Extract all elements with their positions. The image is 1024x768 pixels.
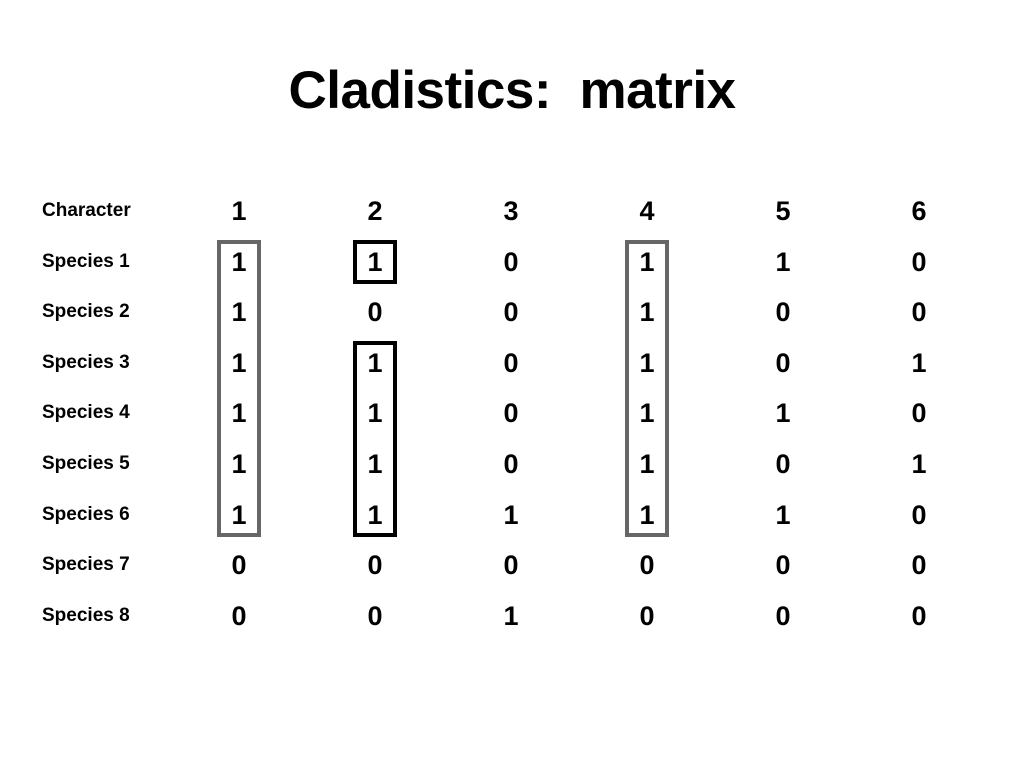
column-header-2: 2 bbox=[367, 196, 383, 226]
table-row: Species 4 1 1 0 1 1 0 bbox=[0, 388, 1024, 439]
row-label-species-4: Species 4 bbox=[42, 402, 130, 424]
cell-species-2-char-2: 0 bbox=[367, 297, 383, 328]
row-label-species-7: Species 7 bbox=[42, 554, 130, 576]
cell-species-1-char-1: 1 bbox=[231, 246, 247, 277]
cell-species-5-char-5: 0 bbox=[775, 449, 791, 479]
character-header-label: Character bbox=[42, 200, 131, 221]
cell-species-5-char-3: 0 bbox=[503, 449, 519, 479]
cell-species-8-char-6: 0 bbox=[911, 600, 927, 631]
cell-species-3-char-4: 1 bbox=[639, 347, 655, 378]
row-label-species-3: Species 3 bbox=[42, 351, 130, 373]
column-header-6: 6 bbox=[911, 196, 927, 226]
cell-species-8-char-5: 0 bbox=[775, 600, 791, 631]
cell-species-5-char-4: 1 bbox=[639, 449, 655, 479]
cell-species-1-char-5: 1 bbox=[775, 246, 791, 277]
cell-species-2-char-4: 1 bbox=[639, 297, 655, 328]
column-header-5: 5 bbox=[775, 196, 791, 226]
cell-species-6-char-4: 1 bbox=[639, 499, 655, 530]
cell-species-7-char-2: 0 bbox=[367, 550, 383, 581]
column-header-1: 1 bbox=[231, 196, 247, 226]
cell-species-3-char-3: 0 bbox=[503, 347, 519, 378]
cell-species-3-char-5: 0 bbox=[775, 347, 791, 378]
table-row: Species 7 0 0 0 0 0 0 bbox=[0, 540, 1024, 591]
cell-species-8-char-2: 0 bbox=[367, 600, 383, 631]
cell-species-5-char-6: 1 bbox=[911, 449, 927, 479]
cell-species-8-char-4: 0 bbox=[639, 600, 655, 631]
table-row: Species 1 1 1 0 1 1 0 bbox=[0, 237, 1024, 288]
cell-species-1-char-3: 0 bbox=[503, 246, 519, 277]
cell-species-4-char-4: 1 bbox=[639, 398, 655, 429]
cell-species-6-char-2: 1 bbox=[367, 499, 383, 530]
cell-species-4-char-6: 0 bbox=[911, 398, 927, 429]
cell-species-7-char-5: 0 bbox=[775, 550, 791, 581]
cell-species-2-char-3: 0 bbox=[503, 297, 519, 328]
table-row: Species 6 1 1 1 1 1 0 bbox=[0, 490, 1024, 541]
cell-species-2-char-6: 0 bbox=[911, 297, 927, 328]
cell-species-2-char-1: 1 bbox=[231, 297, 247, 328]
cell-species-5-char-2: 1 bbox=[367, 449, 383, 479]
row-label-species-5: Species 5 bbox=[42, 453, 130, 474]
cell-species-3-char-1: 1 bbox=[231, 347, 247, 378]
cell-species-1-char-2: 1 bbox=[367, 246, 383, 277]
cell-species-4-char-5: 1 bbox=[775, 398, 791, 429]
row-label-species-8: Species 8 bbox=[42, 604, 130, 626]
cell-species-4-char-2: 1 bbox=[367, 398, 383, 429]
table-row: Species 8 0 0 1 0 0 0 bbox=[0, 591, 1024, 642]
row-label-species-2: Species 2 bbox=[42, 301, 130, 323]
cell-species-5-char-1: 1 bbox=[231, 449, 247, 479]
cell-species-6-char-5: 1 bbox=[775, 499, 791, 530]
cell-species-2-char-5: 0 bbox=[775, 297, 791, 328]
cell-species-7-char-4: 0 bbox=[639, 550, 655, 581]
cell-species-8-char-3: 1 bbox=[503, 600, 519, 631]
cell-species-6-char-6: 0 bbox=[911, 499, 927, 530]
cell-species-8-char-1: 0 bbox=[231, 600, 247, 631]
column-header-4: 4 bbox=[639, 196, 655, 226]
column-header-3: 3 bbox=[503, 196, 519, 226]
cell-species-7-char-6: 0 bbox=[911, 550, 927, 581]
cell-species-3-char-2: 1 bbox=[367, 347, 383, 378]
row-label-species-6: Species 6 bbox=[42, 503, 130, 525]
cell-species-7-char-3: 0 bbox=[503, 550, 519, 581]
row-label-species-1: Species 1 bbox=[42, 250, 130, 272]
cell-species-1-char-6: 0 bbox=[911, 246, 927, 277]
table-row: Species 5 1 1 0 1 0 1 bbox=[0, 439, 1024, 490]
page-title: Cladistics: matrix bbox=[288, 61, 736, 120]
matrix-header-row: Character 1 2 3 4 5 6 bbox=[0, 186, 1024, 237]
table-row: Species 3 1 1 0 1 0 1 bbox=[0, 338, 1024, 389]
table-row: Species 2 1 0 0 1 0 0 bbox=[0, 287, 1024, 338]
cell-species-1-char-4: 1 bbox=[639, 246, 655, 277]
cell-species-3-char-6: 1 bbox=[911, 347, 927, 378]
cell-species-7-char-1: 0 bbox=[231, 550, 247, 581]
cell-species-6-char-1: 1 bbox=[231, 499, 247, 530]
cell-species-4-char-1: 1 bbox=[231, 398, 247, 429]
cell-species-4-char-3: 0 bbox=[503, 398, 519, 429]
cell-species-6-char-3: 1 bbox=[503, 499, 519, 530]
